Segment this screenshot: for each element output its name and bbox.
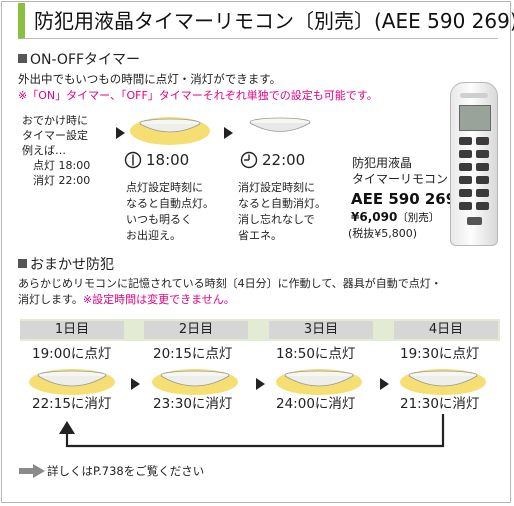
off-desc-line: 消灯設定時刻に [238, 181, 315, 194]
arrow-right-icon [19, 464, 45, 478]
off-desc-line: なると自動消灯。 [238, 197, 326, 210]
day-off-time: 22:15に消灯 [32, 396, 112, 412]
ceiling-light-on-icon [152, 369, 238, 395]
example-line: 消灯 22:00 [33, 174, 91, 187]
arrow-right-icon [224, 127, 233, 139]
arrow-right-icon [116, 127, 125, 139]
omakase-description: あらかじめリモコンに記憶されている時刻〔4日分〕に作動して、器具が自動で点灯・ [18, 277, 442, 290]
arrow-right-icon [131, 378, 140, 390]
clock-icon [124, 151, 142, 169]
off-desc-line: 消し忘れなしで [238, 213, 315, 226]
day-on-time: 18:50に点灯 [276, 346, 356, 362]
product-name-line1: 防犯用液晶 [352, 156, 413, 170]
day-tab-4: 4日目 [394, 321, 498, 339]
remote-control-image [450, 82, 498, 246]
product-price-note: 〔別売〕 [397, 212, 440, 224]
square-bullet-icon [18, 54, 27, 63]
day-off-time: 21:30に消灯 [400, 396, 480, 412]
product-model: AEE 590 269 [351, 190, 457, 208]
arrow-right-icon [380, 378, 389, 390]
on-desc-line: いつも明るく [126, 213, 192, 226]
on-desc-line: 点灯設定時刻に [126, 181, 203, 194]
clock-icon [240, 151, 258, 169]
day-header-strip [20, 319, 500, 341]
title-bar [18, 3, 498, 39]
onoff-heading: ON-OFFタイマー [18, 52, 140, 68]
day-on-time: 19:30に点灯 [400, 346, 480, 362]
day-off-time: 23:30に消灯 [153, 396, 233, 412]
off-desc-line: 省エネ。 [238, 229, 282, 242]
product-tax: (税抜¥5,800) [348, 227, 418, 240]
page-title: 防犯用液晶タイマーリモコン〔別売〕(AEE 590 269) [34, 9, 514, 33]
arrow-right-icon [256, 378, 265, 390]
ceiling-light-on-icon [276, 369, 362, 395]
day-on-time: 20:15に点灯 [153, 346, 233, 362]
day-tab-1: 1日目 [20, 321, 124, 339]
loop-back-arrow-icon [59, 414, 445, 448]
example-line: タイマー設定 [22, 129, 88, 142]
product-price-row: ¥6,090〔別売〕 [351, 209, 439, 226]
ceiling-light-on-icon [130, 117, 210, 145]
product-price: ¥6,090 [351, 210, 398, 224]
day-off-time: 24:00に消灯 [276, 396, 356, 412]
product-name-line2: タイマーリモコン [352, 172, 449, 186]
omakase-heading: おまかせ防犯 [18, 257, 114, 273]
on-desc-line: なると自動点灯。 [126, 197, 214, 210]
ceiling-light-on-icon [29, 369, 115, 395]
ceiling-light-off-icon [249, 117, 311, 132]
square-bullet-icon [18, 259, 27, 268]
on-time: 18:00 [146, 151, 190, 169]
example-line: 例えば… [22, 144, 66, 157]
on-desc-line: お出迎え。 [126, 229, 181, 242]
day-tab-3: 3日目 [269, 321, 373, 339]
onoff-description: 外出中でもいつもの時間に点灯・消灯ができます。 [18, 72, 282, 86]
off-time: 22:00 [262, 151, 306, 169]
day-tab-2: 2日目 [144, 321, 248, 339]
day-on-time: 19:00に点灯 [32, 346, 112, 362]
onoff-note: ※「ON」タイマー、「OFF」タイマーそれぞれ単独での設定も可能です。 [18, 89, 378, 102]
example-line: おでかけ時に [22, 114, 88, 127]
reference-link[interactable]: 詳しくはP.738をご覧ください [47, 464, 205, 478]
remote-lcd-screen [459, 105, 491, 131]
example-line: 点灯 18:00 [33, 159, 91, 172]
ceiling-light-on-icon [400, 369, 486, 395]
omakase-description-2: 消灯します。※設定時間は変更できません。 [18, 293, 235, 306]
